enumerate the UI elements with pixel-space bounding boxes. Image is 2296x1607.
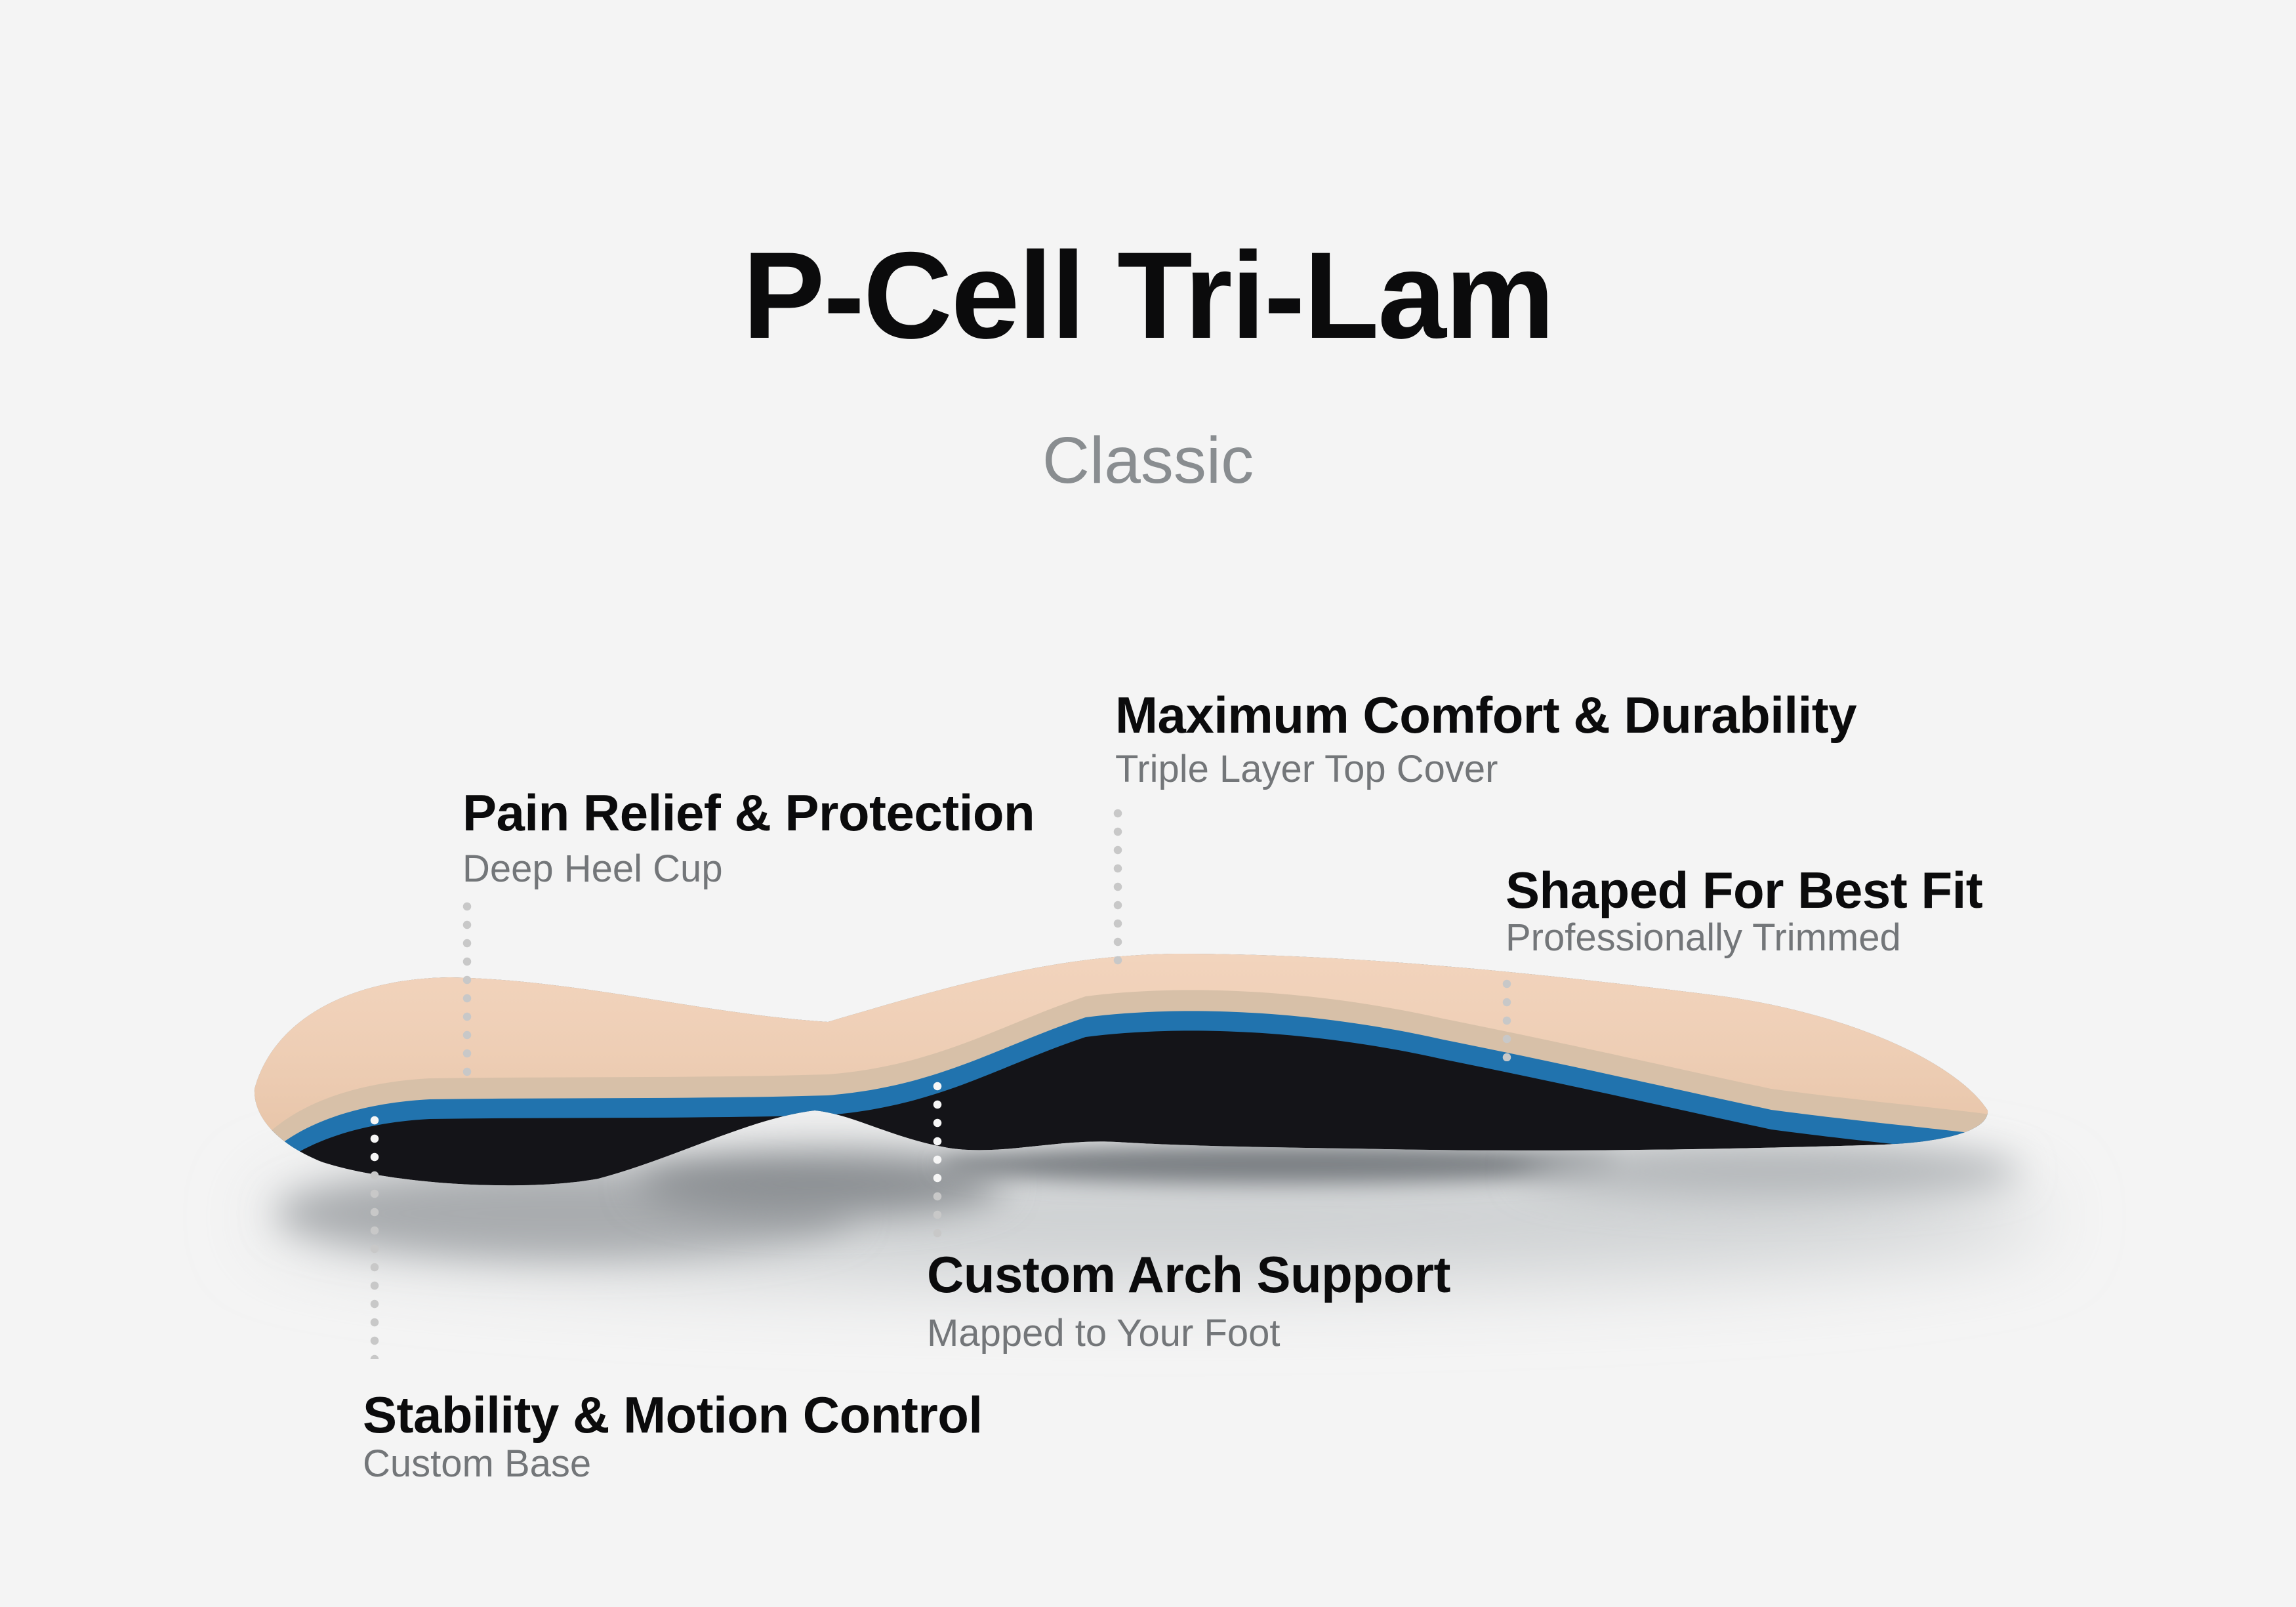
callout-sub-heel-cup: Deep Heel Cup [462, 847, 723, 890]
dotted-leader-arch-upper [932, 1081, 943, 1191]
callout-sub-trim: Professionally Trimmed [1506, 916, 1901, 959]
callout-heading-base: Stability & Motion Control [363, 1386, 983, 1444]
callout-sub-base: Custom Base [363, 1442, 592, 1485]
dotted-leader-top-cover [1113, 808, 1123, 973]
callout-sub-top-cover: Triple Layer Top Cover [1115, 748, 1498, 790]
product-subtitle: Classic [1042, 424, 1254, 497]
dotted-leader-base-lower [369, 1170, 380, 1359]
callout-heading-arch: Custom Arch Support [927, 1246, 1450, 1303]
callout-heading-trim: Shaped For Best Fit [1506, 861, 1983, 919]
dotted-leader-arch-lower [932, 1191, 943, 1246]
callout-heading-heel-cup: Pain Relief & Protection [462, 784, 1035, 842]
floor-shadow [262, 1143, 2047, 1282]
product-title: P-Cell Tri-Lam [742, 226, 1555, 364]
dotted-leader-trim [1502, 979, 1512, 1061]
dotted-leader-base-upper [369, 1115, 380, 1170]
callout-heading-top-cover: Maximum Comfort & Durability [1115, 686, 1857, 744]
callout-sub-arch: Mapped to Your Foot [927, 1312, 1281, 1354]
dotted-leader-heel-cup [462, 901, 472, 1077]
